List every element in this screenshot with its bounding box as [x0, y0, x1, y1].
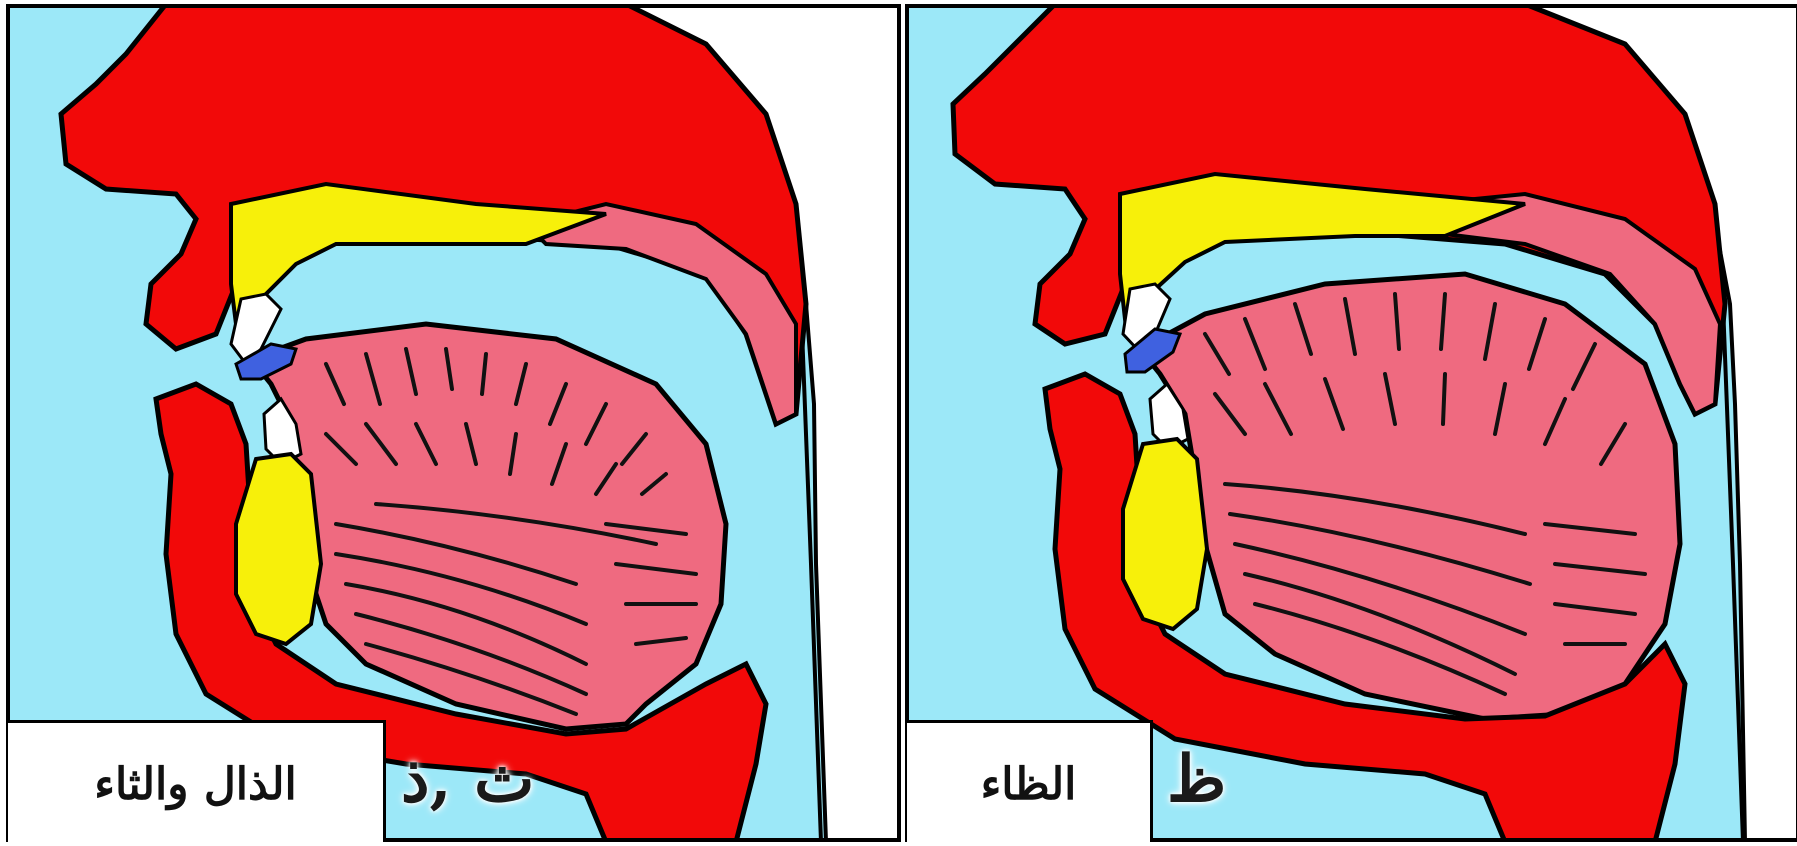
- articulation-panel-dhal-tha: الذال والثاء ث ,ذ: [6, 4, 901, 842]
- articulation-name-box: الذال والثاء: [8, 720, 386, 842]
- articulated-letters: ظ: [1167, 742, 1226, 817]
- articulation-name-label: الظاء: [981, 759, 1077, 810]
- articulation-panel-dha: الظاء ظ: [905, 4, 1797, 842]
- articulation-name-label: الذال والثاء: [94, 759, 297, 810]
- mouth-cross-section-diagram: [905, 4, 1797, 842]
- articulation-name-box: الظاء: [907, 720, 1153, 842]
- lower-gum-ridge: [1123, 439, 1207, 629]
- mouth-cross-section-diagram: [6, 4, 901, 842]
- articulated-letters: ث ,ذ: [401, 742, 534, 817]
- lower-gum-ridge: [236, 454, 321, 644]
